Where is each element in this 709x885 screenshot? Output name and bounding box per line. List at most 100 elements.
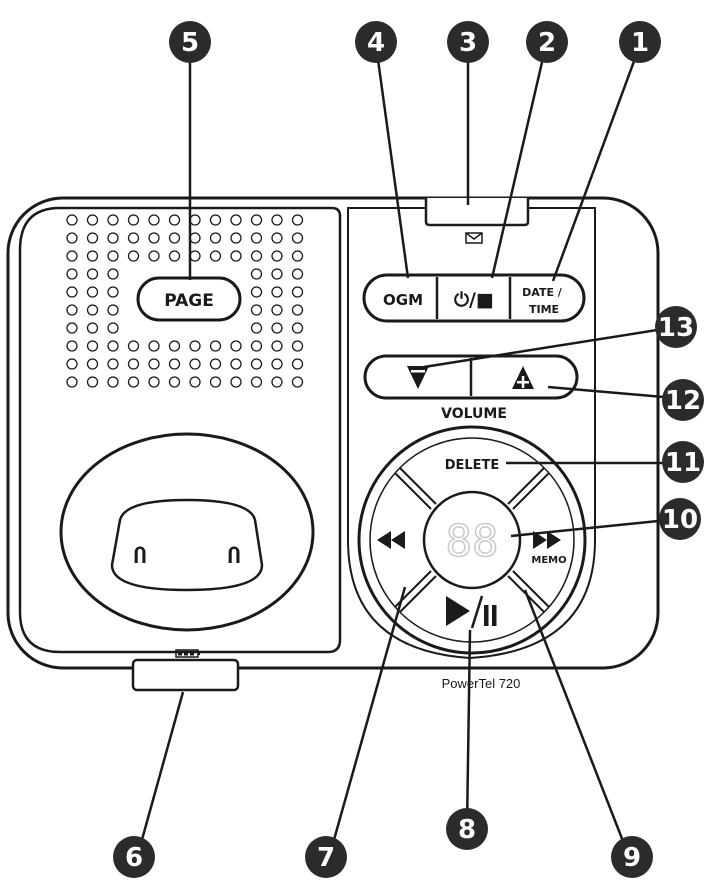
grille-hole bbox=[66, 214, 78, 226]
message-indicator-slot bbox=[424, 198, 530, 227]
date-label: DATE / bbox=[522, 286, 563, 299]
callout-9: 9 bbox=[611, 836, 653, 878]
grille-hole bbox=[107, 376, 119, 388]
grille-hole bbox=[291, 376, 304, 388]
callout-4: 4 bbox=[355, 21, 397, 63]
callout-1: 1 bbox=[619, 21, 661, 63]
grille-hole bbox=[107, 322, 119, 334]
grille-hole bbox=[86, 250, 99, 262]
grille-hole bbox=[107, 286, 119, 298]
volume-label: VOLUME bbox=[441, 406, 507, 422]
grille-hole bbox=[86, 286, 99, 298]
memo-label: MEMO bbox=[531, 555, 566, 566]
grille-hole bbox=[86, 232, 99, 244]
grille-hole bbox=[66, 286, 78, 298]
left-panel bbox=[18, 206, 342, 654]
grille-hole bbox=[230, 250, 242, 262]
callout-11: 11 bbox=[662, 441, 704, 483]
power-stop-button[interactable]: ⏻/■ bbox=[437, 275, 510, 321]
pause-icon bbox=[484, 605, 489, 626]
grille-hole bbox=[291, 250, 304, 262]
grille-hole bbox=[148, 376, 160, 388]
grille-hole bbox=[168, 250, 181, 262]
svg-text:2: 2 bbox=[538, 28, 556, 58]
page-button-label: PAGE bbox=[164, 291, 214, 311]
grille-hole bbox=[107, 214, 119, 226]
grille-hole bbox=[271, 286, 283, 298]
grille-hole bbox=[291, 340, 304, 352]
grille-hole bbox=[127, 232, 140, 244]
grille-hole bbox=[271, 304, 283, 316]
grille-hole bbox=[66, 322, 78, 334]
callout-3: 3 bbox=[447, 21, 489, 63]
handset-cradle bbox=[59, 432, 315, 632]
power-stop-button-label: ⏻/■ bbox=[454, 289, 494, 311]
grille-hole bbox=[271, 250, 283, 262]
grille-hole bbox=[230, 358, 242, 370]
grille-hole bbox=[127, 214, 140, 226]
grille-hole bbox=[230, 232, 242, 244]
grille-hole bbox=[209, 232, 222, 244]
battery-icon bbox=[175, 649, 200, 658]
volume-up-button[interactable] bbox=[471, 356, 577, 398]
grille-hole bbox=[291, 304, 304, 316]
skip-icon bbox=[533, 531, 561, 549]
grille-hole bbox=[250, 376, 263, 388]
svg-text:1: 1 bbox=[631, 28, 649, 58]
grille-hole bbox=[250, 358, 263, 370]
rewind-button[interactable] bbox=[377, 531, 405, 549]
grille-hole bbox=[250, 322, 263, 334]
grille-hole bbox=[107, 304, 119, 316]
grille-hole bbox=[86, 268, 99, 280]
grille-hole bbox=[66, 340, 78, 352]
grille-hole bbox=[66, 376, 78, 388]
page-button[interactable]: PAGE bbox=[136, 276, 242, 322]
model-name: PowerTel 720 bbox=[442, 676, 521, 691]
svg-text:11: 11 bbox=[665, 448, 701, 478]
top-button-row bbox=[362, 273, 586, 323]
grille-hole bbox=[66, 304, 78, 316]
callout-5: 5 bbox=[169, 21, 211, 63]
delete-button[interactable]: DELETE bbox=[445, 458, 500, 473]
svg-text:7: 7 bbox=[317, 843, 335, 873]
callout-2: 2 bbox=[526, 21, 568, 63]
grille-hole bbox=[107, 268, 119, 280]
svg-text:10: 10 bbox=[662, 505, 698, 535]
play-icon bbox=[446, 596, 470, 626]
grille-hole bbox=[291, 214, 304, 226]
grille-hole bbox=[148, 358, 160, 370]
grille-hole bbox=[127, 376, 140, 388]
grille-hole bbox=[230, 376, 242, 388]
message-counter-display: 88 bbox=[446, 516, 499, 567]
callout-10: 10 bbox=[659, 498, 701, 540]
grille-hole bbox=[271, 232, 283, 244]
grille-hole bbox=[209, 340, 222, 352]
grille-hole bbox=[86, 322, 99, 334]
svg-text:9: 9 bbox=[623, 843, 641, 873]
grille-hole bbox=[66, 232, 78, 244]
battery-slot bbox=[131, 658, 240, 692]
grille-hole bbox=[209, 214, 222, 226]
svg-text:6: 6 bbox=[125, 843, 143, 873]
skip-memo-button[interactable]: MEMO bbox=[531, 531, 567, 566]
grille-hole bbox=[66, 268, 78, 280]
grille-hole bbox=[291, 358, 304, 370]
charge-contact-right-icon: Ⴖ bbox=[228, 544, 241, 568]
play-pause-button[interactable] bbox=[446, 595, 497, 629]
message-envelope-icon bbox=[465, 232, 483, 244]
speaker-grille bbox=[66, 214, 304, 388]
volume-down-button[interactable] bbox=[365, 356, 471, 398]
time-label: TIME bbox=[529, 303, 559, 316]
svg-text:13: 13 bbox=[658, 313, 694, 343]
grille-hole bbox=[189, 340, 201, 352]
callout-leaders bbox=[136, 44, 683, 855]
svg-text:3: 3 bbox=[459, 28, 477, 58]
grille-hole bbox=[250, 250, 263, 262]
date-time-button[interactable]: DATE / TIME bbox=[510, 275, 584, 321]
grille-hole bbox=[271, 358, 283, 370]
grille-hole bbox=[271, 340, 283, 352]
grille-hole bbox=[168, 214, 181, 226]
grille-hole bbox=[66, 358, 78, 370]
ogm-button[interactable]: OGM bbox=[364, 275, 437, 321]
